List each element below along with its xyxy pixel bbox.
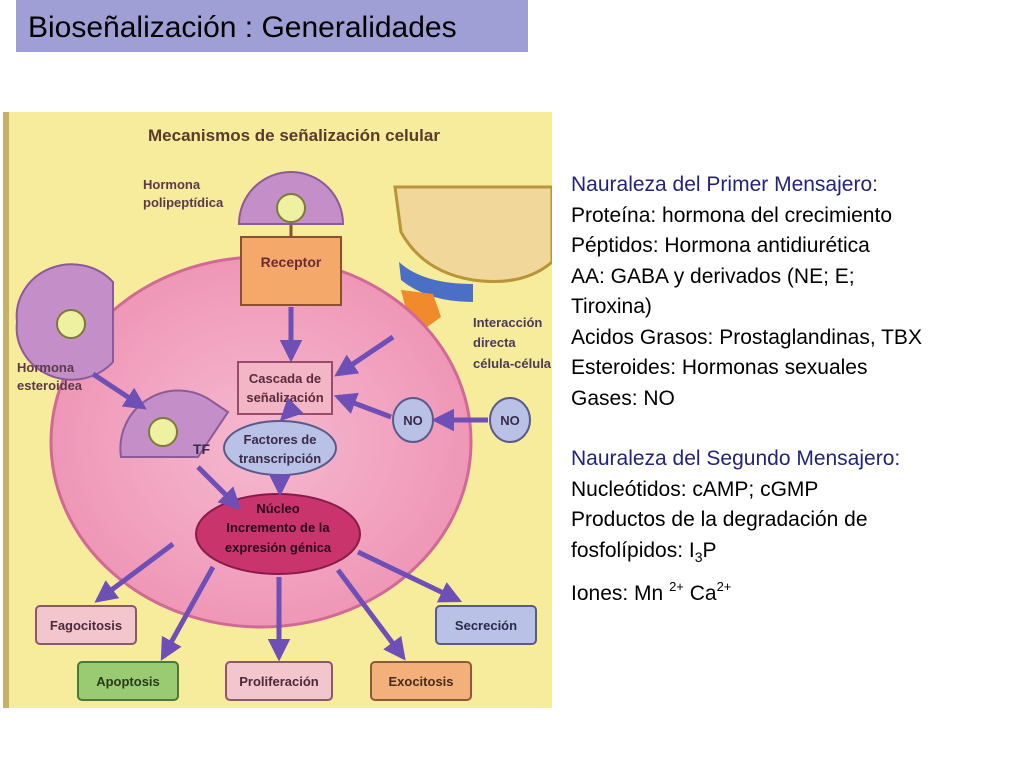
fosfolipidos-prefix: fosfolípidos: I bbox=[571, 538, 695, 562]
factores-label-1: Factores de bbox=[244, 432, 317, 447]
secrecion-box bbox=[435, 605, 537, 645]
arrow-exocitosis-icon bbox=[335, 568, 406, 661]
mn-superscript: 2+ bbox=[669, 579, 684, 594]
arrow-steroid-receptor-icon bbox=[91, 371, 147, 410]
primer-item-4: Acidos Grasos: Prostaglandinas, TBX bbox=[571, 325, 922, 349]
no-outer-ellipse bbox=[489, 397, 531, 443]
nucleus-label-3: expresión génica bbox=[225, 540, 332, 555]
arrow-fagocitosis-icon bbox=[94, 541, 175, 603]
secrecion-label: Secreción bbox=[455, 618, 517, 633]
fagocitosis-label: Fagocitosis bbox=[50, 618, 122, 633]
segundo-item-iones: Iones: Mn 2+ Ca2+ bbox=[571, 572, 1011, 610]
intracellular-ligand-icon bbox=[148, 417, 178, 447]
label-hormona-polipeptidica-2: polipeptídica bbox=[143, 195, 224, 210]
fosfolipidos-subscript: 3 bbox=[694, 548, 703, 565]
ca-superscript: 2+ bbox=[716, 579, 732, 594]
figure-left-border bbox=[3, 112, 9, 708]
nucleus-label-1: Núcleo bbox=[256, 501, 299, 516]
arrows bbox=[91, 307, 488, 662]
exocitosis-box bbox=[370, 661, 472, 701]
label-interaccion-3: célula-célula bbox=[473, 356, 552, 371]
steroid-ligand-icon bbox=[56, 309, 86, 339]
primer-item-1: Péptidos: Hormona antidiurética bbox=[571, 234, 870, 257]
arrow-tf-nucleus-icon bbox=[196, 465, 242, 511]
segundo-item-fosfolipidos: fosfolípidos: I3P bbox=[571, 536, 1011, 573]
receptor-box bbox=[240, 236, 342, 306]
label-hormona-esteroidea-2: esteroidea bbox=[17, 378, 83, 393]
primer-mensajero-heading: Nauraleza del Primer Mensajero: bbox=[571, 173, 878, 196]
iones-middle: Ca bbox=[683, 582, 717, 605]
iones-prefix: Iones: Mn bbox=[571, 582, 670, 605]
apoptosis-box bbox=[77, 661, 179, 701]
proliferacion-box bbox=[225, 661, 333, 701]
fagocitosis-box bbox=[35, 605, 137, 645]
primer-item-3: Tiroxina) bbox=[571, 295, 652, 318]
proliferacion-label: Proliferación bbox=[239, 674, 319, 689]
contact-ligand-icon bbox=[401, 290, 441, 330]
no-outer-label: NO bbox=[500, 413, 520, 428]
arrow-no-cascade-icon bbox=[333, 392, 392, 420]
arrow-secrecion-icon bbox=[356, 549, 463, 603]
messenger-text-panel: Nauraleza del Primer Mensajero: Proteína… bbox=[571, 170, 1011, 610]
arrow-apoptosis-icon bbox=[160, 565, 216, 661]
primer-item-5: Esteroides: Hormonas sexuales bbox=[571, 356, 868, 379]
no-inner-label: NO bbox=[403, 413, 423, 428]
secreting-cell-icon bbox=[393, 185, 552, 284]
primer-item-2: AA: GABA y derivados (NE; E; bbox=[571, 264, 855, 288]
apoptosis-label: Apoptosis bbox=[96, 674, 160, 689]
slide-title: Bioseñalización : Generalidades bbox=[28, 11, 457, 44]
polypeptide-ligand-icon bbox=[276, 193, 306, 223]
label-interaccion-1: Interacción bbox=[473, 315, 542, 330]
slide-title-box: Bioseñalización : Generalidades bbox=[16, 0, 528, 52]
section-gap bbox=[571, 414, 1011, 444]
label-hormona-polipeptidica-1: Hormona bbox=[143, 177, 201, 192]
transcription-factors-ellipse bbox=[223, 420, 337, 476]
segundo-item-0: Nucleótidos: cAMP; cGMP bbox=[571, 477, 819, 501]
primer-item-0: Proteína: hormona del crecimiento bbox=[571, 203, 892, 227]
label-interaccion-2: directa bbox=[473, 335, 516, 350]
arrow-contact-cascade-icon bbox=[334, 334, 395, 377]
segundo-item-1: Productos de la degradación de bbox=[571, 508, 868, 531]
receptor-label: Receptor bbox=[261, 254, 322, 270]
nucleus-label-2: Incremento de la bbox=[226, 520, 330, 535]
diagram-canvas: Mecanismos de señalización celular Recep… bbox=[3, 112, 552, 708]
signaling-diagram: Mecanismos de señalización celular Recep… bbox=[3, 112, 552, 708]
membrane-receptor-icon bbox=[399, 262, 473, 302]
cascade-label-1: Cascada de bbox=[249, 371, 321, 386]
fosfolipidos-suffix: P bbox=[702, 538, 717, 562]
factores-label-2: transcripción bbox=[239, 451, 321, 466]
label-hormona-esteroidea-1: Hormona bbox=[17, 360, 75, 375]
cascade-label-2: señalización bbox=[246, 390, 323, 405]
segundo-mensajero-heading: Nauraleza del Segundo Mensajero: bbox=[571, 447, 901, 470]
figure-title: Mecanismos de señalización celular bbox=[148, 126, 440, 145]
exocitosis-label: Exocitosis bbox=[388, 674, 453, 689]
cascade-box bbox=[237, 361, 333, 415]
arrow-cascade-factors-icon bbox=[279, 397, 304, 422]
tf-label: TF bbox=[193, 441, 211, 457]
primer-item-6: Gases: NO bbox=[571, 386, 675, 410]
